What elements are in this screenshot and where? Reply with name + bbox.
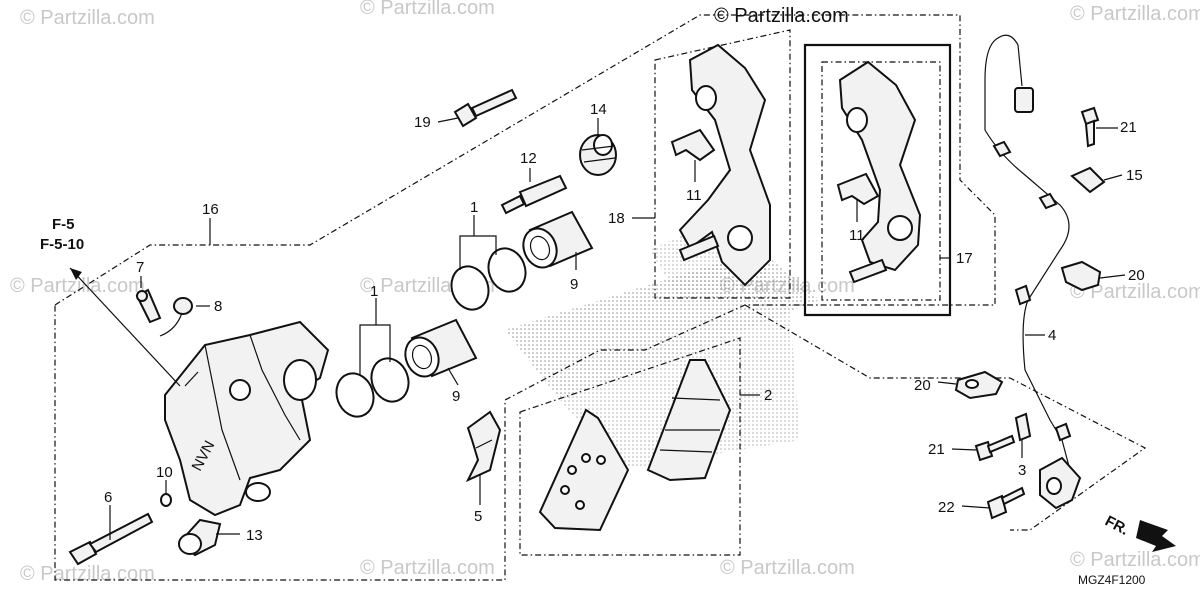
callout-18: 18 bbox=[608, 210, 625, 227]
callout-6: 6 bbox=[104, 489, 112, 506]
clamp-15 bbox=[1070, 166, 1106, 194]
callout-13: 13 bbox=[246, 527, 263, 544]
watermark-group: © Partzilla.com © Partzilla.com © Partzi… bbox=[10, 0, 1200, 585]
leader-lines bbox=[109, 117, 1126, 540]
caliper-body: NVN bbox=[164, 320, 330, 517]
callout-17: 17 bbox=[956, 250, 973, 267]
bleeder-7 bbox=[135, 288, 162, 324]
pin-12 bbox=[500, 174, 568, 215]
callout-12: 12 bbox=[520, 150, 537, 167]
pad-set-outline bbox=[519, 337, 741, 556]
reference-label: F-5-10 bbox=[40, 236, 84, 253]
watermark: © Partzilla.com bbox=[360, 557, 495, 579]
watermark: © Partzilla.com bbox=[20, 563, 155, 585]
callout-9: 9 bbox=[452, 388, 460, 405]
reference-arrow bbox=[69, 267, 181, 387]
bolt-22 bbox=[986, 486, 1026, 520]
callout-4: 4 bbox=[1048, 327, 1056, 344]
callout-1: 1 bbox=[470, 199, 478, 216]
watermark: © Partzilla.com bbox=[1070, 549, 1200, 571]
callout-11: 11 bbox=[686, 187, 702, 204]
callout-20: 20 bbox=[1128, 267, 1145, 284]
bracket-assembly-outline bbox=[803, 43, 952, 317]
callout-21: 21 bbox=[1120, 119, 1137, 136]
callout-15: 15 bbox=[1126, 167, 1143, 184]
callout-2: 2 bbox=[764, 387, 772, 404]
pin-6 bbox=[68, 512, 154, 566]
callout-1: 1 bbox=[370, 283, 378, 300]
callout-3: 3 bbox=[1018, 462, 1026, 479]
piston-9-lower bbox=[404, 318, 478, 378]
callout-11: 11 bbox=[849, 227, 865, 244]
diagram-code: MGZ4F1200 bbox=[1078, 573, 1146, 587]
brake-pad-rear bbox=[646, 359, 732, 482]
clip-3 bbox=[1014, 412, 1032, 442]
callout-7: 7 bbox=[136, 259, 144, 276]
sensor-wire-4 bbox=[984, 34, 1072, 471]
bracket-inner-outline bbox=[821, 61, 941, 301]
callout-10: 10 bbox=[156, 464, 173, 481]
callout-labels: 1 1 2 3 4 5 6 7 8 9 9 10 11 11 12 13 14 … bbox=[104, 101, 1145, 544]
callout-22: 22 bbox=[938, 499, 955, 516]
watermark: © Partzilla.com bbox=[1070, 3, 1200, 25]
piston-9-upper bbox=[522, 210, 594, 269]
callout-5: 5 bbox=[474, 508, 482, 525]
bracket-17 bbox=[838, 60, 922, 284]
watermark: © Partzilla.com bbox=[20, 7, 155, 29]
grommet-20-upper bbox=[1060, 260, 1102, 292]
grommet-20-lower bbox=[954, 370, 1004, 400]
watermark: © Partzilla.com bbox=[360, 0, 495, 19]
copyright-label: © Partzilla.com bbox=[714, 5, 849, 27]
front-direction-arrow bbox=[1136, 520, 1176, 552]
washer-10 bbox=[160, 493, 172, 507]
watermark: © Partzilla.com bbox=[720, 557, 855, 579]
bracket-18 bbox=[678, 43, 771, 287]
bolt-19 bbox=[453, 88, 518, 128]
pad-spring-5 bbox=[465, 410, 502, 483]
callout-14: 14 bbox=[590, 101, 607, 118]
cap-8 bbox=[159, 297, 193, 337]
callout-9: 9 bbox=[570, 276, 578, 293]
front-direction-label: FR. bbox=[1102, 513, 1131, 539]
callout-8: 8 bbox=[214, 298, 222, 315]
watermark: © Partzilla.com bbox=[1070, 281, 1200, 303]
bolt-21-bottom bbox=[974, 434, 1016, 462]
callout-19: 19 bbox=[414, 114, 431, 131]
watermark: © Partzilla.com bbox=[10, 275, 145, 297]
bracket-outline bbox=[654, 29, 791, 299]
sensor-outline bbox=[744, 304, 1147, 531]
brake-pad-front bbox=[538, 408, 630, 532]
caliper-assembly-outline bbox=[54, 14, 996, 581]
callout-16: 16 bbox=[202, 201, 219, 218]
callout-20: 20 bbox=[914, 377, 931, 394]
plug-13 bbox=[178, 518, 222, 557]
wheel-sensor bbox=[1039, 456, 1082, 510]
bolt-21-top bbox=[1080, 106, 1100, 148]
seal-set-1-lower bbox=[335, 357, 410, 418]
clip-11-right bbox=[836, 172, 880, 206]
boot-14 bbox=[579, 134, 617, 176]
seal-set-1-upper bbox=[450, 247, 527, 311]
reference-label: F-5 bbox=[52, 216, 75, 233]
callout-21: 21 bbox=[928, 441, 945, 458]
clip-11-left bbox=[670, 128, 716, 162]
